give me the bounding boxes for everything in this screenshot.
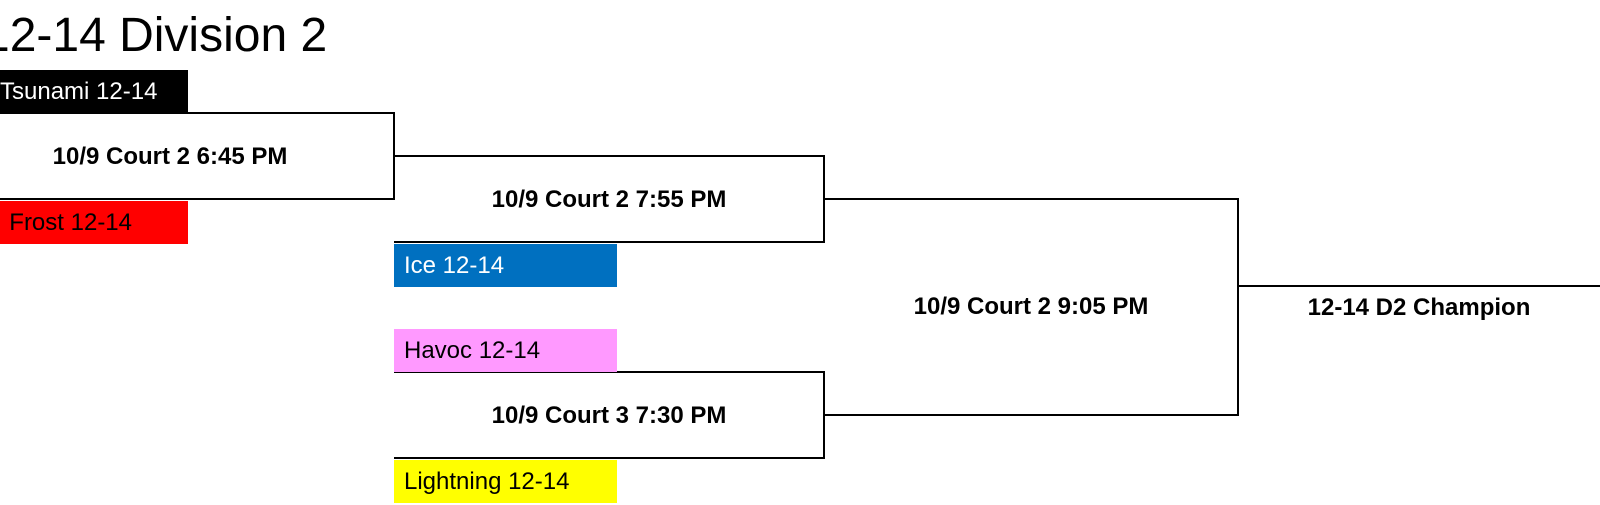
team-lightning-label: Lightning 12-14 [404,468,570,495]
match-final-label: 10/9 Court 2 9:05 PM [913,293,1149,320]
match-semifinal-bottom-label: 10/9 Court 3 7:30 PM [491,402,727,429]
match-round1-label: 10/9 Court 2 6:45 PM [52,143,288,170]
team-tsunami[interactable]: Tsunami 12-14 [0,70,188,113]
team-lightning[interactable]: Lightning 12-14 [394,460,617,503]
team-havoc-label: Havoc 12-14 [404,337,541,364]
team-frost[interactable]: Frost 12-14 [0,201,188,244]
champion-label: 12-14 D2 Champion [1307,294,1531,321]
page-title: 12-14 Division 2 [0,9,328,62]
team-frost-label: Frost 12-14 [9,209,132,236]
team-ice-label: Ice 12-14 [404,252,505,279]
match-semifinal-top-label: 10/9 Court 2 7:55 PM [491,186,727,213]
team-tsunami-label: Tsunami 12-14 [0,78,158,105]
team-ice[interactable]: Ice 12-14 [394,244,617,287]
team-havoc[interactable]: Havoc 12-14 [394,329,617,372]
